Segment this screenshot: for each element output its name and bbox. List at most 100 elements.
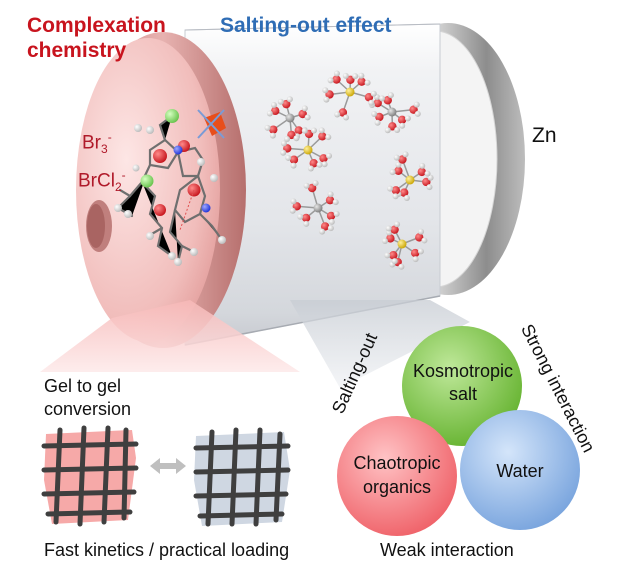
hydrogen-atom [387, 185, 394, 192]
hydrogen-atom [333, 70, 340, 77]
hydrogen-atom [374, 119, 381, 126]
complexation-heading-line2: chemistry [27, 39, 127, 62]
chaotropic-label-line2: organics [362, 477, 432, 497]
hydrogen-atom [398, 263, 405, 270]
kosmotropic-label-line2: salt [448, 384, 477, 404]
gel-network-a [41, 425, 139, 527]
water-circle [460, 410, 580, 530]
hydrogen-atom [266, 110, 273, 117]
oxygen-atom [364, 93, 374, 102]
oxygen-atom [410, 248, 420, 258]
hydrogen-atom [358, 72, 365, 79]
complexation-heading-line1: Complexation [27, 14, 166, 37]
hydrogen-atom [280, 149, 287, 156]
hydrogen-atom [290, 162, 297, 169]
salt-cluster [264, 96, 311, 143]
hydrogen-atom [326, 152, 333, 159]
hydrogen-atom [394, 126, 401, 133]
hydrogen-atom [307, 165, 314, 172]
hydrogen-atom [280, 140, 287, 147]
oxygen-atom [357, 77, 366, 86]
hydrogen-atom [318, 127, 325, 134]
gel-to-gel-label-line1: Gel to gel [44, 376, 122, 396]
oxygen-atom [399, 188, 409, 197]
hydrogen-atom [327, 225, 334, 232]
hydrogen-atom [319, 228, 326, 235]
hydrogen-atom [379, 95, 386, 102]
conversion-arrow [150, 458, 186, 474]
hydrogen-atom [301, 127, 308, 134]
hydrogen-atom [342, 72, 349, 79]
hydrogen-atom [402, 151, 409, 158]
hydrogen-atom [385, 225, 392, 232]
oxygen-atom [332, 75, 341, 84]
hydrogen-atom [389, 169, 396, 176]
hydrogen-atom [412, 256, 419, 263]
hydrogen-atom [393, 154, 400, 161]
hydrogen-atom [277, 98, 284, 105]
venn-funnel [290, 300, 470, 388]
hydrogen-atom [395, 161, 402, 168]
oxygen-atom [422, 177, 431, 187]
salting-out-effect-heading: Salting-out effect [220, 14, 392, 37]
hydrogen-atom [384, 252, 391, 259]
hydrogen-atom [426, 184, 433, 191]
gel-network-b [193, 427, 291, 527]
oxygen-atom [375, 112, 384, 122]
hydrogen-atom [333, 210, 340, 217]
oxygen-atom [320, 222, 330, 231]
hydrogen-atom [316, 161, 323, 168]
oxygen-atom [409, 105, 418, 114]
hydrogen-atom [418, 228, 425, 235]
oxygen-atom [338, 108, 348, 117]
hydrogen-atom [368, 99, 375, 106]
hydrogen-atom [297, 213, 304, 220]
hydrogen-atom [394, 221, 401, 228]
salt-cluster [369, 92, 421, 134]
hydrogen-atom [264, 124, 271, 131]
hydrogen-atom [323, 96, 330, 103]
molecule-atoms [114, 109, 226, 266]
oxygen-atom [389, 251, 398, 260]
oxygen-atom [394, 166, 403, 175]
hydrogen-atom [381, 237, 388, 244]
hydrogen-atom [352, 73, 359, 80]
oxygen-atom [287, 130, 296, 140]
weak-interaction-label: Weak interaction [380, 540, 514, 560]
oxygen-atom [292, 202, 302, 211]
hydrogen-atom [328, 218, 335, 225]
hydrogen-atom [419, 162, 426, 169]
hydrogen-atom [289, 207, 296, 214]
hydrogen-atom [427, 174, 434, 181]
oxygen-atom [298, 109, 307, 119]
oxygen-atom [326, 211, 336, 221]
chaotropic-label-line1: Chaotropic [353, 453, 441, 473]
hydrogen-atom [387, 92, 394, 99]
oxygen-atom [417, 167, 427, 177]
oxygen-atom [383, 96, 392, 105]
hydrogen-atom [303, 220, 310, 227]
hydrogen-atom [270, 102, 277, 109]
oxygen-atom [325, 195, 335, 205]
oxygen-atom [346, 75, 355, 84]
oxygen-atom [398, 155, 407, 164]
hydrogen-atom [327, 77, 334, 84]
hydrogen-atom [413, 101, 420, 108]
hydrogen-atom [304, 114, 311, 121]
hydrogen-atom [403, 194, 410, 201]
oxygen-atom [373, 98, 382, 108]
hydrogen-atom [312, 180, 319, 187]
oxygen-atom [309, 159, 318, 168]
oxygen-atom [307, 183, 317, 193]
hydrogen-atom [414, 110, 421, 117]
gel-funnel [40, 300, 300, 372]
ion-complex-molecule [116, 114, 224, 264]
hydrogen-atom [371, 110, 378, 117]
salt-cluster [381, 221, 428, 270]
hydrogen-atom [334, 111, 341, 118]
salt-cluster [280, 126, 333, 172]
hydrogen-atom [343, 114, 350, 121]
hydrogen-atom [327, 191, 334, 198]
hydrogen-atom [301, 105, 308, 112]
hydrated-salt-clusters [264, 70, 434, 270]
